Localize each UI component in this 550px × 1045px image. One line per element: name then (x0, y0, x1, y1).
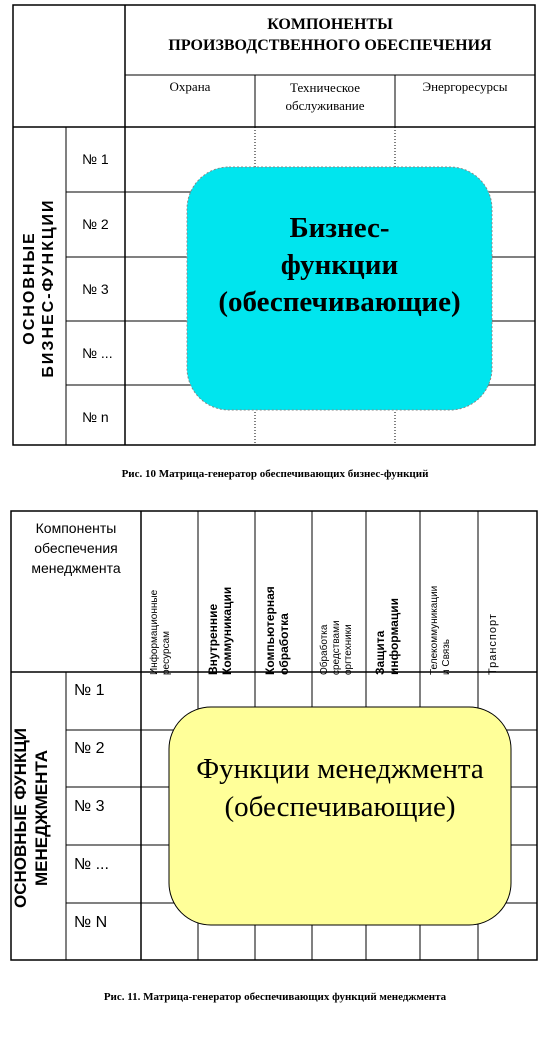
column-header-telecommunications-line2: и Связь (441, 639, 452, 675)
components-header-line2: обеспечения (34, 540, 118, 556)
row-label-m5: № N (74, 914, 108, 931)
column-header-energy: Энергоресурсы (422, 79, 508, 94)
row-label-m3: № 3 (74, 798, 105, 815)
column-header-maintenance: Техническое обслуживание (285, 80, 365, 113)
column-header-transport-line1: Транспорт (487, 613, 499, 675)
column-header-office-equipment-line1: Обработка (319, 624, 330, 675)
box-text-line3: (обеспечивающие) (218, 286, 461, 318)
row-label-m1: № 1 (74, 682, 105, 699)
column-header-internal-communications: Внутренние Коммуникации (206, 535, 246, 675)
management-box-text-line2: (обеспечивающие) (224, 791, 456, 823)
figure-1-grid (12, 4, 536, 446)
row-group-label-line1: ОСНОВНЫЕ (21, 231, 38, 345)
column-header-info-resources-line2: ресурсам (161, 630, 172, 675)
column-header-office-equipment: Обработка средствами оргтехники (319, 535, 359, 675)
column-header-information-security-line2: информации (387, 598, 401, 675)
components-header-line3: менеджмента (31, 560, 121, 576)
row-group-label-management: ОСНОВНЫЕ ФУНКЦИ МЕНЕДЖМЕНТА (10, 668, 54, 968)
column-header-telecommunications: Телекоммуникации и Связь (429, 535, 469, 675)
figure-1-caption: Рис. 10 Матрица-генератор обеспечивающих… (121, 468, 429, 480)
column-header-computer-processing: Компьютерная обработка (263, 535, 303, 675)
box-text: Бизнес- функции (обеспечивающие) (187, 210, 492, 321)
column-header-computer-processing-line1: Компьютерная (263, 586, 277, 675)
row-group-label-line2: БИЗНЕС-ФУНКЦИИ (40, 198, 57, 378)
column-header-information-security-line1: Защита (373, 630, 387, 675)
row-label-5: № n (82, 409, 109, 425)
box-text-line1: Бизнес- (289, 212, 390, 244)
column-header-internal-communications-line2: Коммуникации (220, 586, 234, 675)
row-group-label-management-line1: ОСНОВНЫЕ ФУНКЦИ (11, 728, 30, 908)
row-group-label-management-line2: МЕНЕДЖМЕНТА (32, 750, 51, 886)
column-header-transport: Транспорт (487, 535, 527, 675)
box-text-line2: функции (280, 249, 399, 281)
row-label-2: № 2 (82, 216, 109, 232)
column-header-information-security: Защита информации (373, 535, 413, 675)
column-header-computer-processing-line2: обработка (277, 613, 291, 675)
header-title-line2: ПРОИЗВОДСТВЕННОГО ОБЕСПЕЧЕНИЯ (168, 37, 492, 54)
column-header-office-equipment-line2: средствами (331, 620, 342, 675)
row-label-m2: № 2 (74, 740, 105, 757)
management-box-text-line1: Функции менеджмента (196, 753, 484, 785)
column-header-info-resources: Информационные ресурсам (149, 535, 189, 675)
row-label-m4: № ... (74, 856, 109, 873)
column-header-telecommunications-line1: Телекоммуникации (429, 585, 440, 675)
business-functions-box (186, 166, 493, 411)
row-group-label: ОСНОВНЫЕ БИЗНЕС-ФУНКЦИИ (20, 128, 60, 448)
column-header-internal-communications-line1: Внутренние (206, 603, 220, 675)
row-label-1: № 1 (82, 151, 109, 167)
column-header-security: Охрана (169, 79, 211, 94)
row-label-4: № ... (82, 345, 113, 361)
row-label-3: № 3 (82, 281, 109, 297)
column-header-info-resources-line1: Информационные (149, 589, 160, 675)
column-header-office-equipment-line3: оргтехники (343, 624, 354, 675)
figure-2-caption: Рис. 11. Матрица-генератор обеспечивающи… (103, 991, 447, 1003)
header-title: КОМПОНЕНТЫ ПРОИЗВОДСТВЕННОГО ОБЕСПЕЧЕНИЯ (125, 14, 535, 56)
management-box-text: Функции менеджмента (обеспечивающие) (169, 750, 511, 826)
components-header-line1: Компоненты (35, 520, 117, 536)
components-header: Компоненты обеспечения менеджмента (11, 518, 141, 578)
header-title-line1: КОМПОНЕНТЫ (267, 16, 393, 33)
